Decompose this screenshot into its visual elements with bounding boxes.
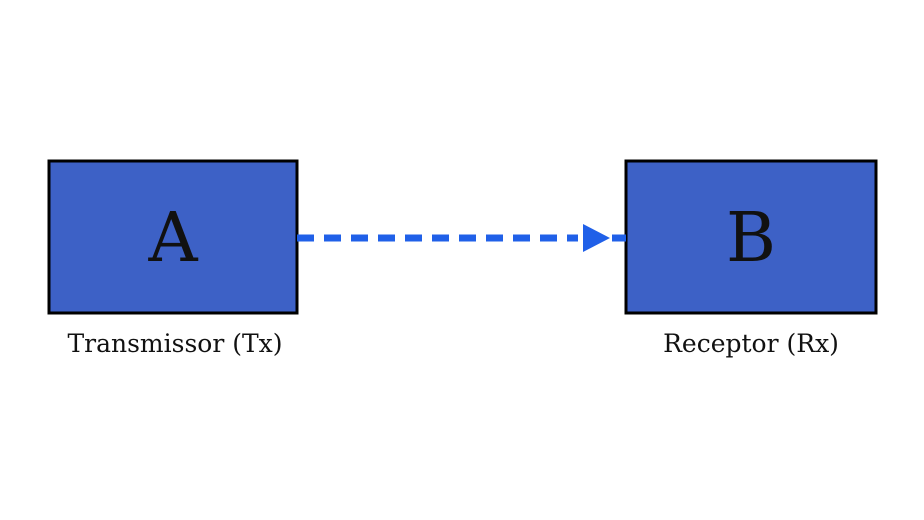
receiver-letter: B	[726, 199, 776, 278]
transmitter-letter: A	[147, 199, 198, 278]
transmitter-box	[47, 159, 299, 315]
arrow-head-icon	[583, 224, 610, 252]
receiver-label: Receptor (Rx)	[663, 329, 839, 358]
transmitter-label: Transmissor (Tx)	[67, 329, 282, 358]
receiver-box	[624, 159, 878, 315]
